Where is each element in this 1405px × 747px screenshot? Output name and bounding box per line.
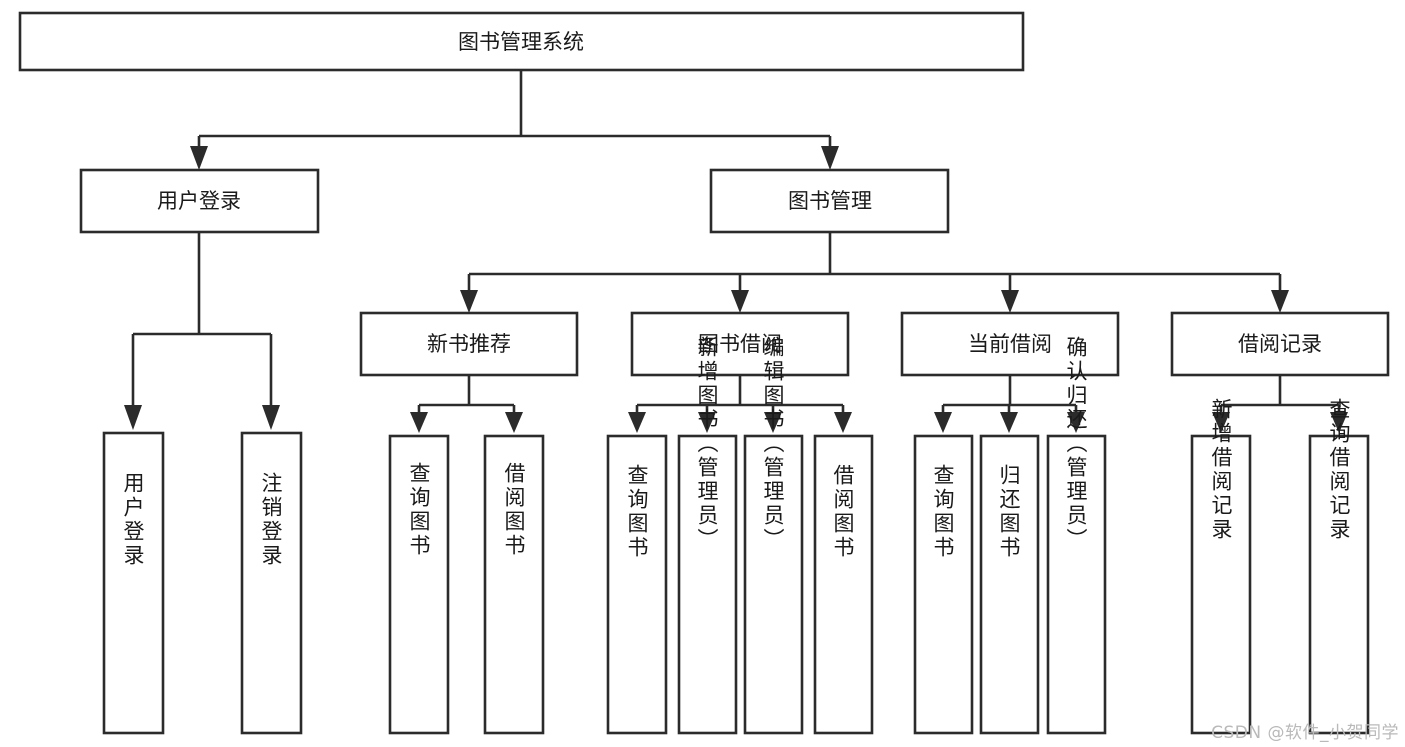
leaf-add-book[interactable]: 新增图书（管理员） — [677, 336, 738, 735]
arrow-head-user-login — [190, 146, 208, 170]
arrow-head-leaf-user-login — [124, 405, 142, 430]
arrow-head-leaf-add-book — [698, 412, 716, 433]
node-borrow-record[interactable]: 借阅记录 — [1170, 311, 1390, 377]
leaf-add-record[interactable]: 新增借阅记录 — [1190, 398, 1252, 735]
node-book-borrow-label: 图书借阅 — [698, 332, 782, 356]
leaf-edit-book-label: 编辑图书（管理员） — [761, 336, 785, 552]
node-user-login-label: 用户登录 — [157, 189, 241, 213]
node-book-manage-box[interactable] — [709, 168, 950, 234]
node-current-borrow-label: 当前借阅 — [968, 332, 1052, 356]
arrow-head-current-borrow — [1001, 290, 1019, 313]
arrow-head-new-book-recommend — [460, 290, 478, 313]
leaf-query-book-3[interactable]: 查询图书 — [913, 434, 974, 735]
arrow-head-leaf-query-record — [1330, 412, 1348, 433]
leaf-user-logout-label: 注销登录 — [259, 472, 283, 568]
node-root-box[interactable] — [18, 11, 1025, 72]
leaf-confirm-return-label: 确认归还（管理员） — [1064, 336, 1088, 552]
node-new-book-recommend-box[interactable] — [359, 311, 579, 377]
leaf-borrow-book-1[interactable]: 借阅图书 — [483, 434, 545, 735]
arrow-head-leaf-confirm-return — [1067, 412, 1085, 433]
leaf-query-book-2-box[interactable] — [606, 434, 668, 735]
node-new-book-recommend-label: 新书推荐 — [427, 332, 511, 356]
node-current-borrow[interactable]: 当前借阅 — [900, 311, 1120, 377]
leaf-confirm-return-box[interactable] — [1046, 434, 1107, 735]
leaf-user-login-box[interactable] — [102, 431, 165, 735]
node-book-borrow-box[interactable] — [630, 311, 850, 377]
leaf-borrow-book-1-box[interactable] — [483, 434, 545, 735]
node-borrow-record-label: 借阅记录 — [1238, 332, 1322, 356]
arrow-head-borrow-record — [1271, 290, 1289, 313]
arrow-head-leaf-user-logout — [262, 405, 280, 430]
leaf-query-book-2-label: 查询图书 — [625, 464, 649, 560]
leaf-query-record-box[interactable] — [1308, 434, 1370, 735]
leaf-return-book[interactable]: 归还图书 — [979, 434, 1040, 735]
leaf-user-logout-box[interactable] — [240, 431, 303, 735]
leaf-user-login[interactable]: 用户登录 — [102, 431, 165, 735]
arrow-head-leaf-borrow-book-2 — [834, 412, 852, 433]
leaf-query-record-label: 查询借阅记录 — [1327, 398, 1351, 542]
leaf-add-record-box[interactable] — [1190, 434, 1252, 735]
leaf-edit-book[interactable]: 编辑图书（管理员） — [743, 336, 804, 735]
leaf-borrow-book-1-label: 借阅图书 — [502, 462, 526, 558]
node-book-manage-label: 图书管理 — [788, 189, 872, 213]
arrow-head-leaf-query-book-1 — [410, 412, 428, 433]
node-root-label: 图书管理系统 — [458, 30, 584, 54]
leaf-return-book-box[interactable] — [979, 434, 1040, 735]
leaf-add-book-label: 新增图书（管理员） — [695, 336, 719, 552]
leaf-query-book-1[interactable]: 查询图书 — [388, 434, 450, 735]
leaf-borrow-book-2[interactable]: 借阅图书 — [813, 434, 874, 735]
leaf-query-book-3-box[interactable] — [913, 434, 974, 735]
node-book-borrow[interactable]: 图书借阅 — [630, 311, 850, 377]
arrow-head-leaf-return-book — [1000, 412, 1018, 433]
arrow-head-leaf-borrow-book-1 — [505, 412, 523, 433]
node-borrow-record-box[interactable] — [1170, 311, 1390, 377]
node-root[interactable]: 图书管理系统 — [18, 11, 1025, 72]
leaf-return-book-label: 归还图书 — [997, 464, 1021, 560]
leaf-query-book-1-label: 查询图书 — [407, 462, 431, 558]
node-user-login[interactable]: 用户登录 — [79, 168, 320, 234]
leaf-query-book-3-label: 查询图书 — [931, 464, 955, 560]
arrow-head-leaf-add-record — [1212, 412, 1230, 433]
arrow-head-leaf-query-book-2 — [628, 412, 646, 433]
leaf-query-book-2[interactable]: 查询图书 — [606, 434, 668, 735]
leaf-query-book-1-box[interactable] — [388, 434, 450, 735]
node-user-login-box[interactable] — [79, 168, 320, 234]
leaf-add-book-box[interactable] — [677, 434, 738, 735]
node-book-manage[interactable]: 图书管理 — [709, 168, 950, 234]
leaf-user-login-label: 用户登录 — [121, 472, 145, 568]
node-current-borrow-box[interactable] — [900, 311, 1120, 377]
arrow-head-leaf-query-book-3 — [934, 412, 952, 433]
arrow-head-book-manage — [821, 146, 839, 170]
leaf-confirm-return[interactable]: 确认归还（管理员） — [1046, 336, 1107, 735]
arrow-head-leaf-edit-book — [764, 412, 782, 433]
leaf-add-record-label: 新增借阅记录 — [1209, 398, 1233, 542]
leaf-edit-book-box[interactable] — [743, 434, 804, 735]
leaf-user-logout[interactable]: 注销登录 — [240, 431, 303, 735]
leaf-borrow-book-2-box[interactable] — [813, 434, 874, 735]
leaf-query-record[interactable]: 查询借阅记录 — [1308, 398, 1370, 735]
connector-layer — [124, 70, 1348, 433]
arrow-head-book-borrow — [731, 290, 749, 313]
node-new-book-recommend[interactable]: 新书推荐 — [359, 311, 579, 377]
leaf-borrow-book-2-label: 借阅图书 — [831, 464, 855, 560]
